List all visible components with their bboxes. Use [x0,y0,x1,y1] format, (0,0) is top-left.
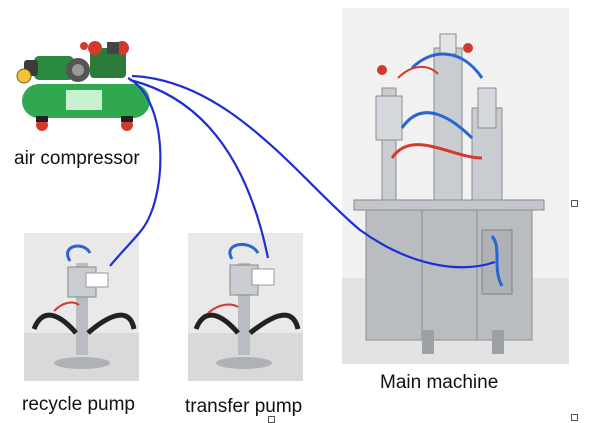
main-machine-label: Main machine [380,372,499,393]
transfer-pump-image [188,233,303,381]
transfer-pump-label: transfer pump [185,396,303,417]
air-compressor-image [12,30,152,140]
frame-handle [268,416,275,423]
main-machine-drawing [342,8,569,364]
transfer-pump-drawing [188,243,303,381]
recycle-pump-drawing [24,244,139,381]
main-machine-image [342,8,569,364]
air-compressor-drawing [16,41,150,131]
air-compressor-label: air compressor [14,148,140,169]
frame-handle [571,200,578,207]
recycle-pump-image [24,233,139,381]
frame-handle [571,414,578,421]
recycle-pump-label: recycle pump [22,394,135,415]
